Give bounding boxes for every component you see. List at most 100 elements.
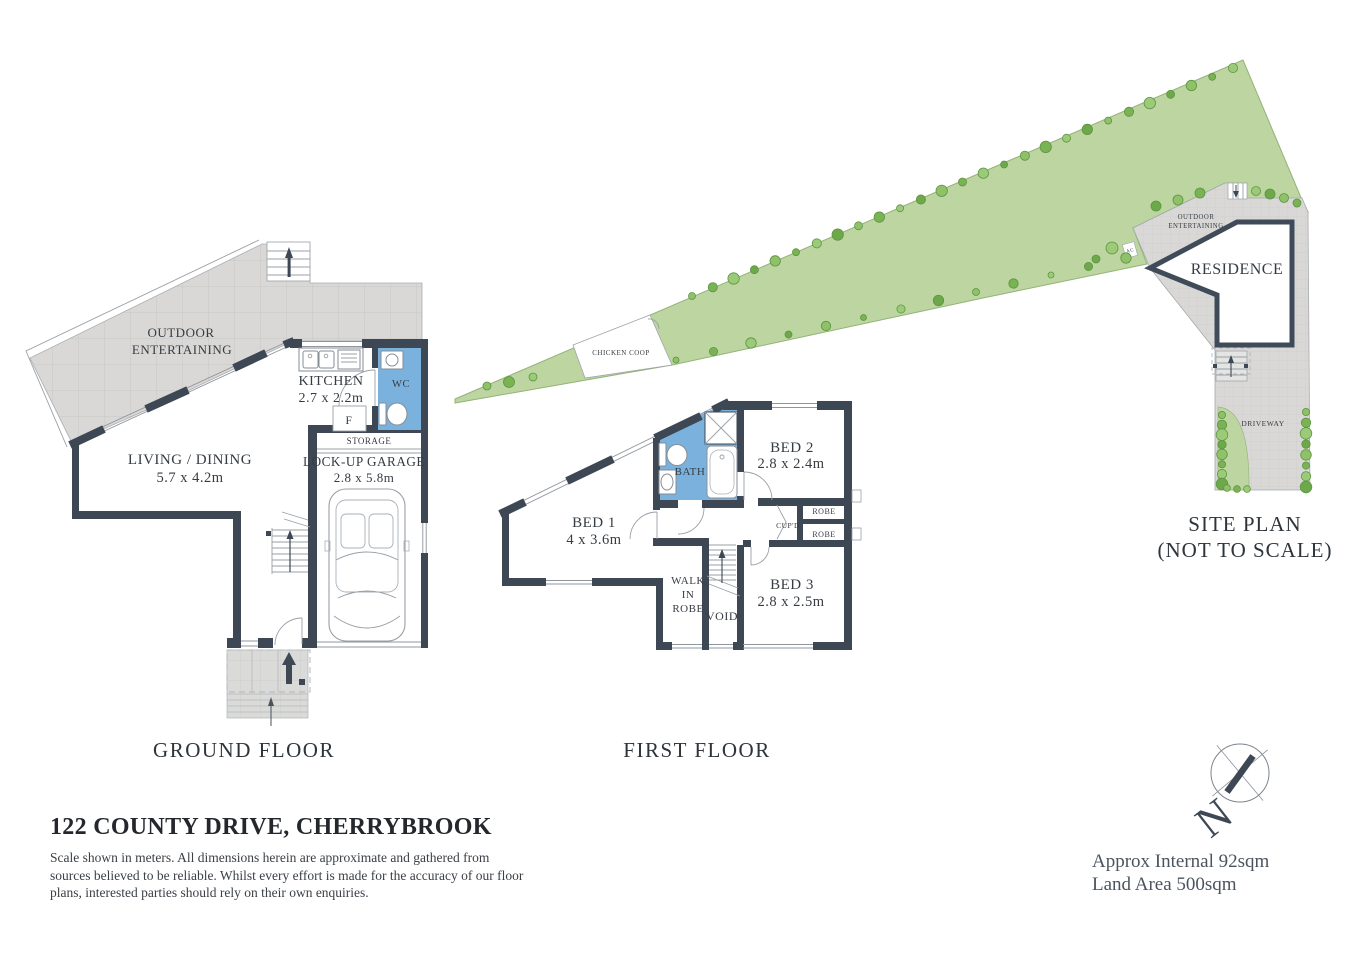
- deck-stairs-icon: [266, 241, 311, 282]
- tree-icon: [896, 304, 906, 314]
- tree-icon: [1019, 150, 1030, 161]
- area-summary: Approx Internal 92sqm Land Area 500sqm: [1092, 850, 1269, 896]
- tree-icon: [935, 184, 948, 197]
- shrub-icon: [1299, 427, 1313, 440]
- driveway-shrubs: [1215, 407, 1313, 494]
- tree-icon: [707, 282, 718, 293]
- wc-door-arc: [338, 369, 376, 407]
- tree-icon: [709, 346, 719, 356]
- tree-icon: [860, 314, 867, 321]
- bed1-label: BED 1: [572, 515, 616, 531]
- tree-icon: [811, 238, 822, 249]
- site-stairs-porch-icon: [1211, 347, 1251, 382]
- robe2-label: ROBE: [812, 530, 835, 539]
- shrub-icon: [1243, 485, 1251, 493]
- site-plan-title-2: (NOT TO SCALE): [1157, 538, 1333, 562]
- ff-windows: [546, 403, 862, 649]
- deck-outer-edge: [25, 239, 260, 448]
- tree-icon: [1228, 63, 1239, 74]
- garage-dims: 2.8 x 5.8m: [334, 470, 395, 485]
- bed3-dims: 2.8 x 2.5m: [757, 594, 824, 610]
- cupd-label: CUP'D: [776, 521, 800, 530]
- tree-icon: [1251, 186, 1261, 196]
- tree-icon: [896, 204, 904, 213]
- entrance-door-arc: [274, 617, 303, 646]
- disclaimer-text: Scale shown in meters. All dimensions he…: [50, 849, 523, 902]
- disclaimer-line-2: sources believed to be reliable. Whilst …: [50, 867, 524, 883]
- shrub-icon: [1218, 410, 1227, 419]
- garage-label: LOCK-UP GARAGE: [303, 454, 425, 469]
- ff-window-wall: [498, 398, 731, 518]
- shrub-icon: [1233, 485, 1241, 493]
- bath-basin-icon: [658, 469, 677, 495]
- tree-icon: [784, 330, 793, 339]
- tree-icon: [1105, 241, 1119, 255]
- tree-icon: [750, 265, 759, 275]
- front-porch: [226, 649, 311, 726]
- first-floor-title: FIRST FLOOR: [623, 738, 771, 762]
- shrub-icon: [1216, 419, 1228, 430]
- tree-icon: [1091, 254, 1101, 264]
- coop-door-arc: [647, 318, 660, 330]
- tree-icon: [831, 228, 844, 241]
- tree-icon: [1264, 188, 1276, 200]
- shrub-icon: [1300, 449, 1312, 461]
- tree-icon: [1150, 200, 1162, 212]
- tree-icon: [672, 356, 680, 364]
- tree-icon: [1120, 252, 1132, 264]
- land-area-text: Land Area 500sqm: [1092, 874, 1237, 895]
- tree-icon: [1292, 198, 1302, 208]
- tree-icon: [854, 221, 863, 231]
- driveway-label: DRIVEWAY: [1241, 419, 1284, 428]
- shower-icon: [704, 411, 738, 445]
- tree-icon: [727, 272, 740, 285]
- outdoor-label-1: OUTDOOR: [147, 325, 214, 340]
- living-window-wall: [68, 337, 296, 449]
- svg-text:AC: AC: [1126, 248, 1135, 255]
- tree-icon: [1047, 271, 1055, 279]
- tree-icon: [792, 248, 800, 257]
- tree-icon: [820, 320, 832, 332]
- property-address: 122 COUNTY DRIVE, CHERRYBROOK: [50, 814, 492, 840]
- shrub-icon: [1215, 428, 1229, 441]
- tree-icon: [1172, 194, 1184, 206]
- site-plan: AC RESIDENCE OUTDOOR ENTERTAINING CHICKE…: [454, 59, 1313, 494]
- void-stairs-icon: [706, 544, 741, 597]
- car-icon: [324, 488, 410, 642]
- living-label: LIVING / DINING: [128, 452, 252, 468]
- tree-icon: [528, 372, 538, 382]
- ground-walls: [72, 339, 428, 648]
- internal-stairs-icon: [266, 511, 311, 574]
- outdoor-label-2: ENTERTAINING: [132, 342, 232, 357]
- wc-toilet-icon: [378, 402, 408, 426]
- compass-icon: N: [1186, 743, 1270, 847]
- tree-icon: [769, 255, 781, 267]
- tree-icon: [932, 294, 945, 307]
- tree-icon: [977, 167, 989, 179]
- tree-icon: [1008, 278, 1019, 289]
- wc-label: WC: [392, 379, 410, 390]
- compass-north-label: N: [1186, 789, 1241, 847]
- site-plan-title-1: SITE PLAN: [1188, 512, 1302, 536]
- tree-icon: [1039, 140, 1052, 153]
- internal-area: Approx Internal 92sqm: [1092, 851, 1270, 872]
- tree-icon: [958, 177, 967, 187]
- tree-icon: [1084, 261, 1094, 271]
- bed2-dims: 2.8 x 2.4m: [757, 456, 824, 472]
- kitchen-label: KITCHEN: [299, 374, 364, 389]
- ff-walls: [502, 401, 852, 650]
- bed3-label: BED 3: [770, 577, 814, 593]
- tree-icon: [1185, 79, 1198, 92]
- shrub-icon: [1216, 468, 1228, 480]
- wc-basin-icon: [380, 350, 404, 370]
- wir-label-1: WALK: [671, 575, 705, 587]
- site-outdoor-label-1: OUTDOOR: [1178, 214, 1215, 221]
- tree-icon: [745, 337, 757, 349]
- bath-toilet-icon: [658, 442, 688, 467]
- tree-icon: [1062, 133, 1071, 143]
- void-label: VOID: [706, 609, 738, 623]
- bath-label: BATH: [675, 466, 706, 478]
- site-outdoor-label-2: ENTERTAINING: [1168, 223, 1223, 230]
- kitchen-counter: [298, 347, 364, 372]
